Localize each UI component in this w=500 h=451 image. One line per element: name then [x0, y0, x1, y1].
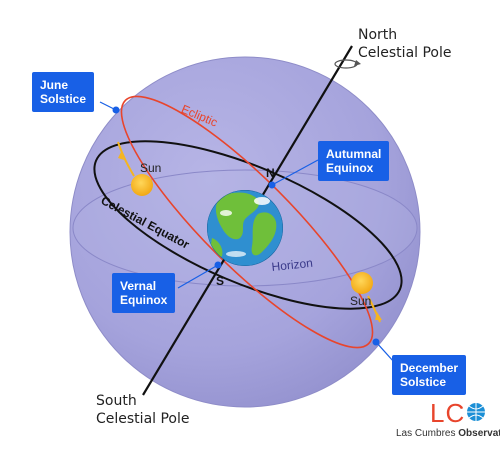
- june-solstice-line1: June: [40, 78, 69, 92]
- north-marker: N: [266, 166, 275, 180]
- june-solstice-line2: Solstice: [40, 92, 87, 106]
- south-pole-line1: South: [96, 393, 137, 409]
- vernal-equinox-line1: Vernal: [120, 279, 157, 293]
- sun-motion-arrowhead-june: [118, 152, 124, 160]
- december-solstice-label: December Solstice: [392, 355, 467, 395]
- december-solstice-line2: Solstice: [400, 375, 447, 389]
- autumnal-equinox-line1: Autumnal: [326, 147, 382, 161]
- north-pole-line2: Celestial Pole: [358, 45, 452, 61]
- lco-logo-icon: [467, 403, 485, 421]
- rotation-arrow-icon: [334, 59, 361, 69]
- north-pole-line1: North: [358, 27, 398, 43]
- december-solstice-line1: December: [400, 361, 459, 375]
- sun-icon: [131, 174, 153, 196]
- lco-name-regular: Las Cumbres: [396, 428, 456, 439]
- vernal-equinox-line2: Equinox: [120, 293, 168, 307]
- celestial-equator-ring: [93, 140, 403, 310]
- december-leader: [375, 341, 395, 363]
- south-pole-line2: Celestial Pole: [96, 411, 190, 427]
- vernal-equinox-label: Vernal Equinox: [112, 273, 176, 313]
- horizon-label: Horizon: [271, 256, 314, 274]
- june-leader: [99, 101, 117, 111]
- sun-label-june: Sun: [140, 161, 161, 175]
- south-celestial-pole-label: South Celestial Pole: [96, 392, 190, 428]
- lco-name-bold: Observatory: [458, 428, 500, 439]
- north-celestial-pole-label: North Celestial Pole: [358, 26, 452, 62]
- sun-icon: [351, 272, 373, 294]
- autumnal-leader: [271, 159, 319, 186]
- south-marker: S: [216, 274, 224, 288]
- ecliptic-ring: [120, 95, 374, 349]
- lco-logo-name: Las Cumbres Observatory: [396, 428, 500, 439]
- sun-label-december: Sun: [350, 294, 371, 308]
- sun-motion-arrow-june: [117, 141, 135, 177]
- june-solstice-label: June Solstice: [32, 72, 95, 112]
- vernal-leader: [177, 264, 219, 289]
- autumnal-equinox-line2: Equinox: [326, 161, 374, 175]
- autumnal-equinox-label: Autumnal Equinox: [318, 141, 390, 181]
- lco-logo-mark: LC: [430, 398, 466, 428]
- sun-motion-arrowhead-december: [375, 312, 382, 320]
- earth-icon: [207, 190, 283, 266]
